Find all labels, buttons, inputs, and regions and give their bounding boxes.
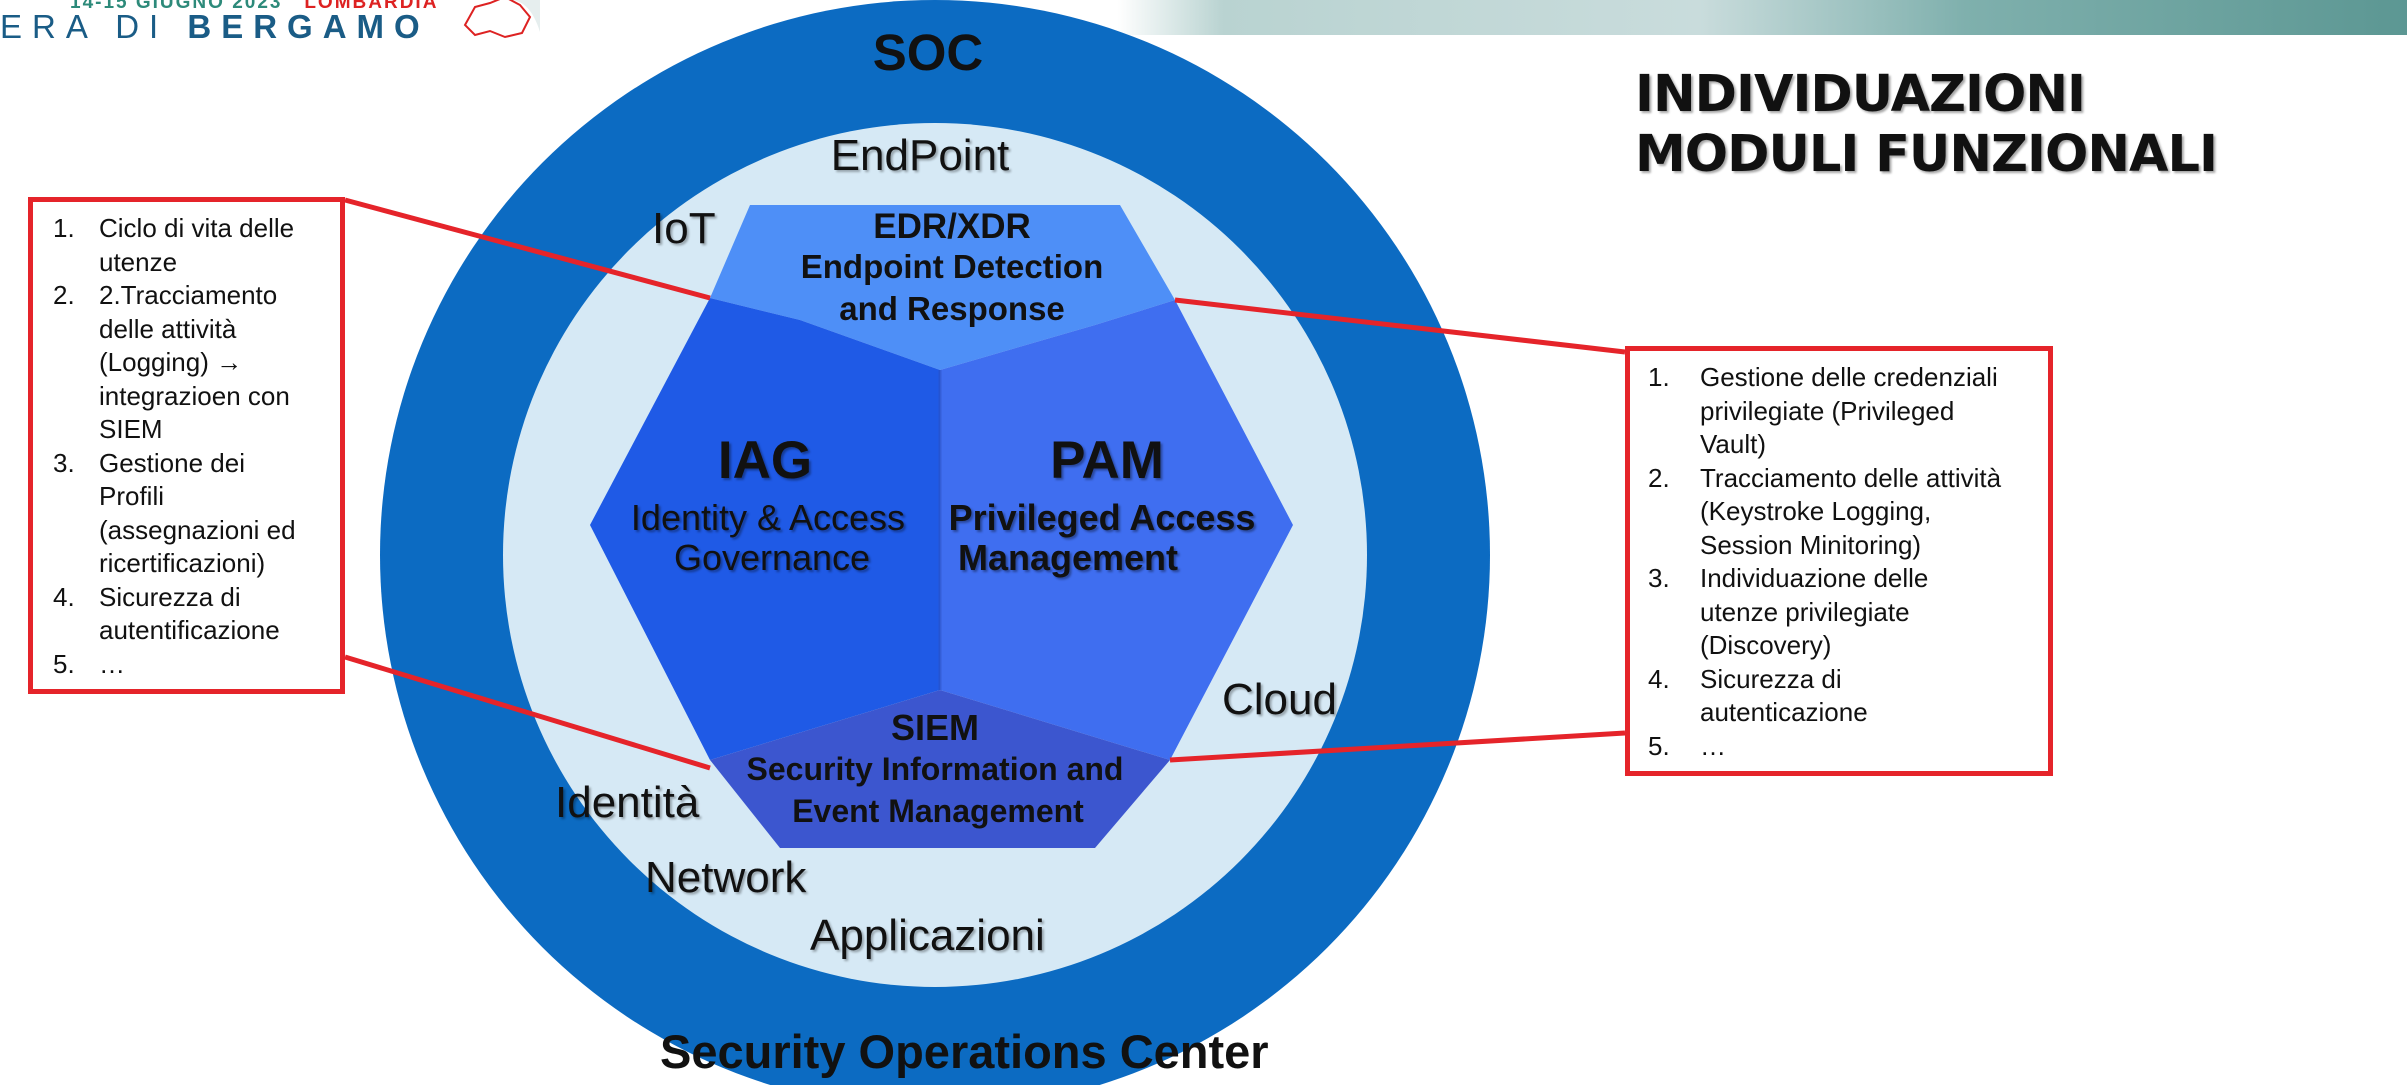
list-item-text: (Keystroke Logging, — [1700, 496, 1932, 526]
list-item-number: 2. — [53, 280, 75, 310]
list-item-text: Profili — [99, 481, 165, 511]
list-item-text: utenze — [99, 246, 178, 277]
lombardia-map-icon — [463, 0, 532, 39]
iag-line1: Identity & Access — [631, 497, 905, 538]
list-item-text: Sicurezza di — [99, 581, 241, 612]
event-dates: 14-15 GIUGNO 2023 LOMBARDIA — [70, 0, 439, 13]
siem-facet — [710, 690, 1170, 848]
list-item-text: autenticazione — [1700, 697, 1868, 727]
list-item-text: ricertificazioni) — [99, 548, 266, 578]
list-item-text: utenze privilegiate — [1700, 596, 1910, 627]
siem-line1: Security Information and — [747, 751, 1124, 787]
edr-line1: Endpoint Detection — [801, 248, 1103, 285]
ring-label-iot: IoT — [652, 204, 716, 253]
iag-title: IAG — [718, 431, 812, 490]
pam-facet — [940, 300, 1293, 760]
pam-title: PAM — [1050, 431, 1164, 490]
ring-label-endpoint: EndPoint — [831, 131, 1010, 180]
list-item-text: Vault) — [1700, 429, 1766, 459]
list-item-text: Gestione delle credenziali — [1700, 362, 1998, 392]
list-item-number: 3. — [53, 447, 75, 478]
list-item-text: delle attività — [99, 313, 237, 344]
soc-label: SOC — [873, 24, 984, 81]
list-item-text: … — [99, 648, 125, 679]
list-item-number: 5. — [53, 648, 75, 679]
list-item-number: 3. — [1648, 563, 1670, 593]
list-item-text: Gestione dei — [99, 447, 245, 478]
list-item-text: (assegnazioni ed — [99, 514, 296, 545]
list-item-number: 2. — [1648, 462, 1670, 493]
list-item-number: 1. — [1648, 362, 1670, 392]
list-item-text: privilegiate (Privileged — [1700, 395, 1955, 426]
ring-label-identita: Identità — [555, 778, 700, 827]
list-item-text: 2.Tracciamento — [99, 280, 278, 310]
fiera-logo: ERA DI BERGAMO — [0, 8, 430, 45]
list-item: 5. … — [1648, 730, 2038, 764]
list-item-text: … — [1700, 730, 1726, 761]
list-item-text: Individuazione delle — [1700, 563, 1929, 593]
list-item-number: 5. — [1648, 730, 1670, 761]
list-item-text: Tracciamento delle attività — [1700, 462, 2002, 493]
pam-line2: Management — [958, 537, 1178, 578]
list-item-text: Ciclo di vita delle — [99, 213, 295, 243]
iag-facet — [590, 298, 940, 760]
list-item-text: Sicurezza di — [1700, 663, 1842, 694]
siem-title: SIEM — [891, 707, 979, 748]
list-item-number: 4. — [1648, 663, 1670, 694]
edr-facet — [710, 205, 1175, 370]
ring-label-network: Network — [645, 853, 807, 902]
ring-label-applicazioni: Applicazioni — [810, 911, 1045, 960]
list-item-number: 1. — [53, 213, 75, 243]
iag-line2: Governance — [674, 537, 870, 578]
list-item-text: SIEM — [99, 414, 163, 444]
soc-full-name: Security Operations Center — [660, 1025, 1269, 1078]
ring-label-cloud: Cloud — [1222, 675, 1337, 724]
list-item-text: Session Minitoring) — [1700, 529, 1922, 560]
heading-line-2: MODULI FUNZIONALI — [1635, 125, 2218, 184]
list-item-text: (Discovery) — [1700, 630, 1832, 660]
list-item-text: integrazioen con — [99, 380, 290, 411]
siem-line2: Event Management — [792, 793, 1084, 829]
list-item: 2. Tracciamento delle attività(Keystroke … — [1648, 462, 2038, 563]
pam-line1: Privileged Access — [949, 497, 1256, 538]
page-heading: INDIVIDUAZIONI MODULI FUNZIONALI — [1635, 65, 2218, 185]
list-item-number: 4. — [53, 581, 75, 612]
list-item: 5. … — [53, 648, 330, 682]
edr-title: EDR/XDR — [873, 207, 1031, 246]
heading-line-1: INDIVIDUAZIONI — [1635, 65, 2086, 124]
list-item-text: autentificazione — [99, 615, 280, 645]
callout-lines — [344, 197, 1626, 771]
edr-line2: and Response — [839, 290, 1065, 327]
list-item-text: (Logging) → — [99, 347, 243, 377]
